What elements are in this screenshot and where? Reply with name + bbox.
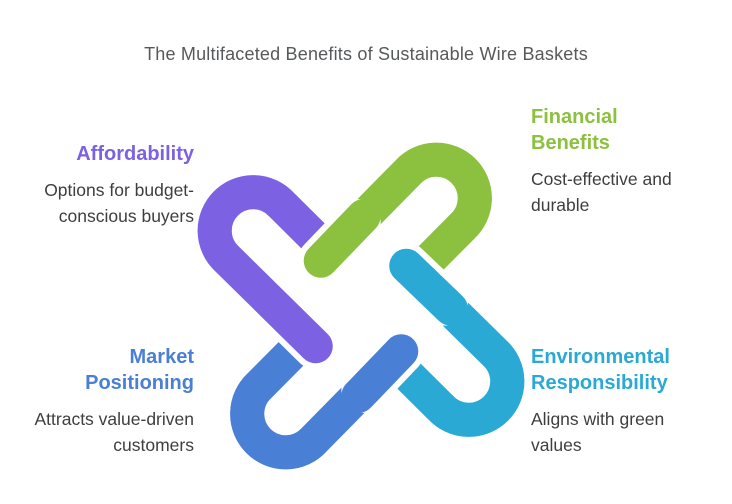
knot-svg [191, 136, 531, 476]
quadrant-heading: Affordability [76, 143, 194, 165]
quadrant-heading: Environmental Responsibility [531, 346, 670, 394]
knot-weave-patch-green [297, 199, 381, 284]
page-title: The Multifaceted Benefits of Sustainable… [144, 44, 588, 64]
quadrant-body: Attracts value-driven customers [34, 409, 194, 455]
knot-piece-purple [191, 169, 352, 370]
quadrant-financial-benefits: Financial Benefits Cost-effective and du… [531, 104, 721, 218]
quadrant-affordability: Affordability Options for budget-conscio… [28, 141, 194, 229]
quadrant-environmental-responsibility: Environmental Responsibility Aligns with… [531, 344, 721, 458]
knot-weave-patch-blue [341, 328, 425, 413]
knot-weave-patch-cyan [383, 242, 468, 326]
quadrant-body: Aligns with green values [531, 409, 665, 455]
quadrant-market-positioning: Market Positioning Attracts value-driven… [28, 344, 194, 458]
knot-piece-green [297, 136, 498, 297]
knot-piece-blue [224, 315, 425, 476]
quadrant-heading: Financial Benefits [531, 106, 618, 154]
quadrant-heading: Market Positioning [85, 346, 194, 394]
knot-piece-cyan [370, 242, 531, 443]
quadrant-body: Options for budget-conscious buyers [44, 180, 194, 226]
interlocking-knot-graphic [190, 135, 532, 477]
quadrant-body: Cost-effective and durable [531, 169, 672, 215]
